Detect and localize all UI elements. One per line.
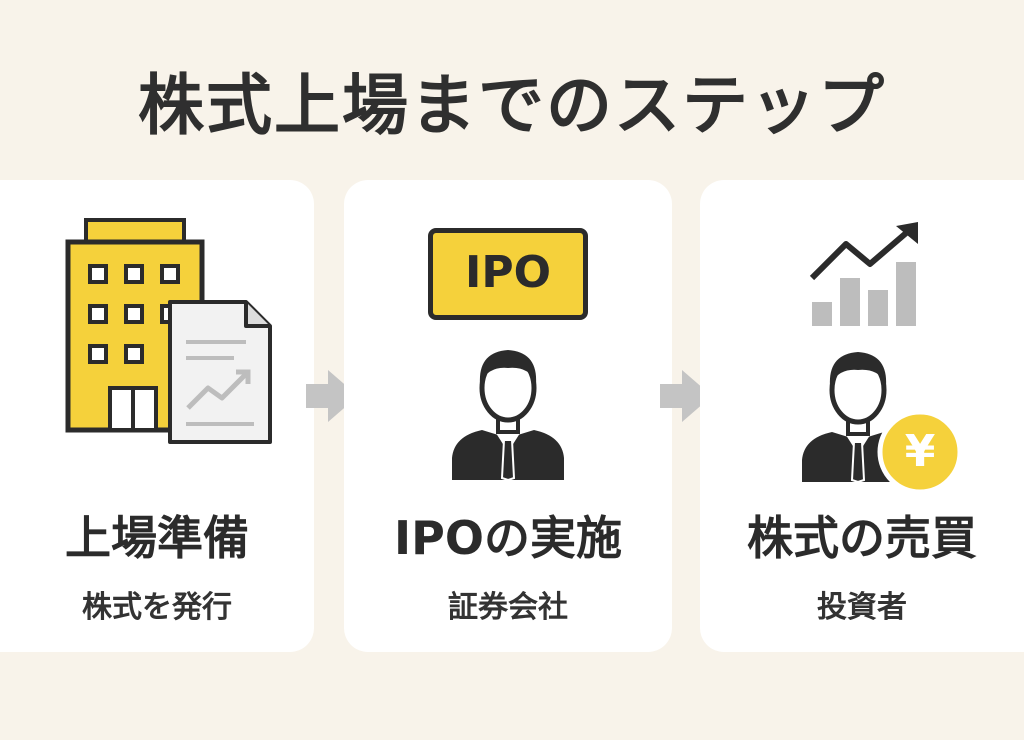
step-3-title: 株式の売買 [747,511,977,565]
ipo-badge: IPO [428,228,588,320]
step-2-title: IPOの実施 [394,511,622,565]
step-card-3: ¥ 株式の売買 投資者 [700,180,1024,652]
office-building-with-document-icon [65,218,272,444]
growth-chart-icon [809,222,918,326]
step-card-2: IPO IPOの実施 証券会社 [344,180,672,652]
page-title: 株式上場までのステップ [138,67,886,144]
yen-coin-symbol: ¥ [904,426,936,477]
step-3-subtitle: 投資者 [817,590,907,625]
arrow-right-icon [306,370,358,422]
arrow-right-icon [660,370,712,422]
step-2-subtitle: 証券会社 [448,590,568,625]
step-1-title: 上場準備 [65,511,249,565]
investor-with-yen-coin-icon [802,352,963,495]
step-card-1: 上場準備 株式を発行 [0,180,314,652]
businessman-icon [452,350,564,480]
step-1-subtitle: 株式を発行 [82,590,232,625]
